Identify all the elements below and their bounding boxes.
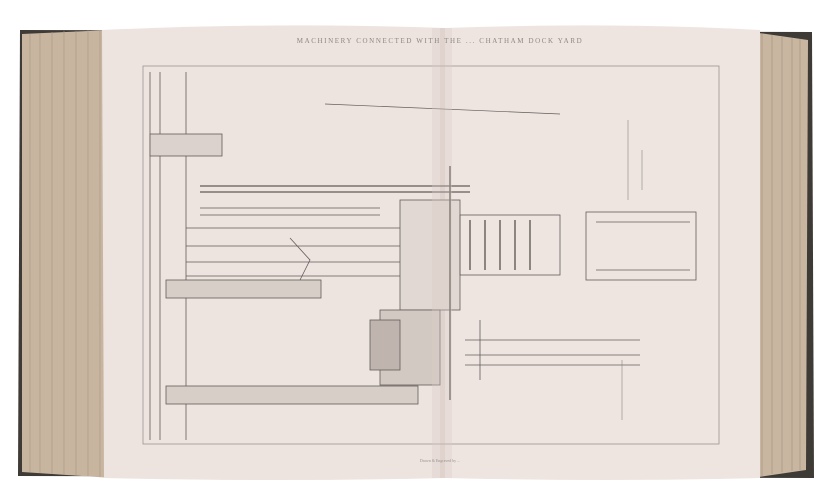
left-page-stack xyxy=(22,30,112,478)
plate-footer: Drawn & Engraved by ... xyxy=(419,458,461,463)
left-page xyxy=(102,25,445,481)
right-page xyxy=(445,25,760,481)
plate-header: MACHINERY CONNECTED WITH THE ... CHATHAM… xyxy=(296,37,584,45)
plate-border xyxy=(142,65,720,445)
engineering-drawing xyxy=(149,72,697,440)
right-page-stack xyxy=(752,32,808,478)
